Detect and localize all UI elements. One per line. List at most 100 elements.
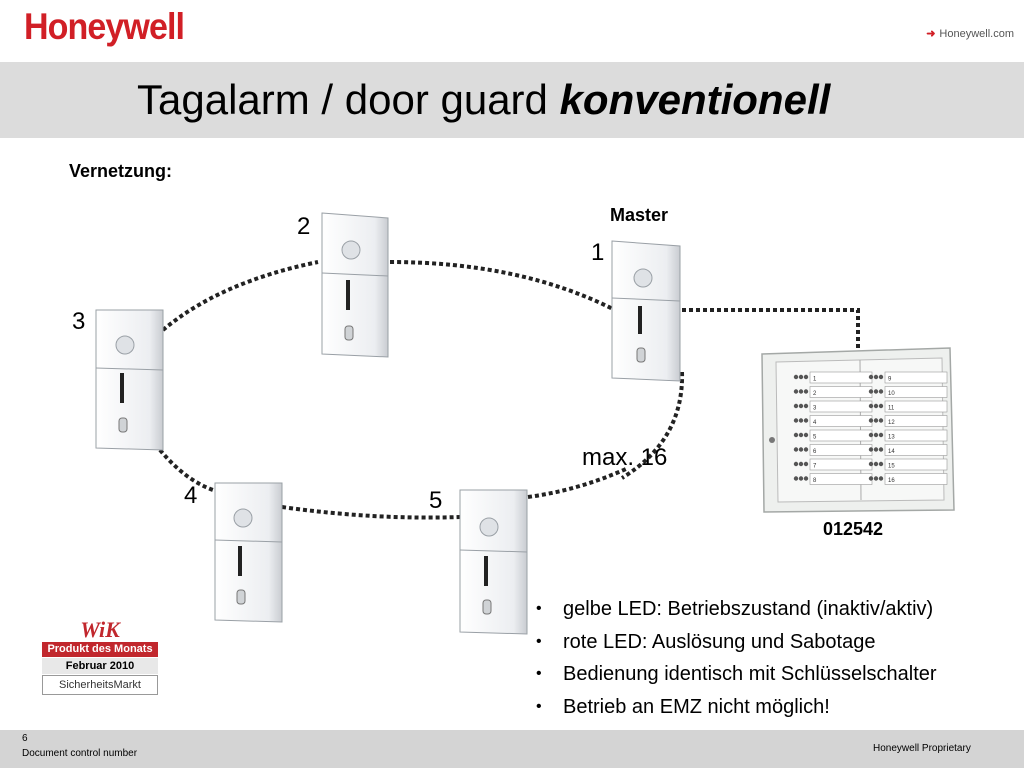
panel-zone-row-left-3: 3 (793, 400, 873, 413)
panel-zone-row-right-2: 10 (868, 386, 948, 398)
zone-label-box (884, 371, 948, 384)
zone-label-box (884, 400, 948, 413)
zone-led (873, 374, 879, 380)
slide-title-bold: konventionell (559, 76, 831, 123)
device-number-3: 3 (72, 308, 86, 335)
wik-product-badge: WiK Produkt des Monats Februar 2010 Sich… (38, 618, 162, 696)
zone-led (803, 418, 809, 423)
zone-number: 3 (813, 406, 817, 412)
zone-number: 6 (813, 449, 817, 455)
zone-number: 7 (813, 464, 817, 470)
arrow-right-icon: ➜ (926, 28, 936, 40)
zone-led (878, 461, 884, 467)
zone-led (803, 461, 809, 467)
zone-led (798, 403, 804, 409)
panel-zone-row-right-3: 11 (868, 400, 948, 413)
title-band (0, 62, 1024, 138)
list-item-text: Bedienung identisch mit Schlüsselschalte… (563, 663, 937, 685)
list-item-text: gelbe LED: Betriebszustand (inaktiv/akti… (563, 598, 934, 620)
zone-led (793, 461, 799, 467)
link-5-to-4 (281, 505, 461, 520)
panel-zone-row-right-6: 14 (868, 444, 948, 456)
honeywell-com-link-text[interactable]: Honeywell.com (939, 28, 1014, 40)
zone-number: 11 (888, 406, 895, 412)
bullet-icon: • (536, 665, 542, 682)
door-guard-device-1-master (611, 240, 681, 382)
zone-led (868, 432, 874, 438)
panel-zone-row-right-4: 12 (868, 415, 948, 427)
zone-led (878, 389, 884, 394)
zone-led (878, 374, 884, 380)
list-item: •gelbe LED: Betriebszustand (inaktiv/akt… (536, 595, 1016, 628)
zone-led (873, 476, 879, 481)
zone-number: 13 (888, 435, 895, 441)
zone-led (793, 476, 799, 481)
zone-led (873, 432, 879, 438)
zone-led (793, 374, 799, 380)
list-item: •rote LED: Auslösung und Sabotage (536, 628, 1016, 661)
zone-label-box (809, 371, 873, 384)
zone-number: 5 (813, 435, 817, 441)
zone-number: 2 (813, 391, 817, 397)
zone-number: 1 (813, 377, 817, 383)
zone-led (878, 476, 884, 481)
zone-led (798, 432, 804, 438)
feature-list: • gelbe LED: Betriebszustand (inaktiv/akt… (536, 595, 1016, 725)
zone-label-box (809, 458, 873, 471)
bullet-icon: • (536, 697, 542, 715)
zone-led (878, 418, 884, 423)
footer-band (0, 730, 1024, 768)
panel-code-label: 012542 (823, 519, 884, 539)
panel-zone-row-right-8: 16 (868, 473, 948, 485)
max-devices-label: max. 16 (582, 444, 668, 471)
zone-led (868, 389, 874, 394)
zone-label-box (809, 400, 873, 413)
zone-led (878, 447, 884, 452)
honeywell-logo: Honeywell (24, 6, 185, 47)
zone-number: 10 (888, 391, 895, 397)
zone-led (798, 461, 804, 467)
link-2-to-1 (389, 260, 616, 312)
list-item-text: Betrieb an EMZ nicht möglich! (563, 695, 830, 718)
panel-zone-row-right-1: 9 (868, 371, 948, 384)
honeywell-com-link[interactable]: ➜Honeywell.com (926, 27, 1014, 40)
zone-number: 9 (888, 377, 892, 383)
zone-led (793, 403, 799, 409)
zone-led (803, 476, 809, 481)
zone-led (873, 461, 879, 467)
zone-led (878, 432, 884, 438)
zone-number: 4 (813, 420, 817, 426)
badge-date-line: Februar 2010 (42, 658, 158, 674)
zone-led (868, 461, 874, 467)
zone-led (868, 374, 874, 380)
zone-led (793, 418, 799, 423)
master-label: Master (610, 205, 669, 225)
link-3-to-4 (158, 448, 214, 492)
device-number-2: 2 (297, 213, 311, 240)
zone-label-box (884, 458, 948, 471)
zone-led (803, 389, 809, 394)
zone-led (878, 403, 884, 409)
door-guard-device-5 (459, 489, 528, 635)
zone-number: 15 (888, 464, 895, 470)
panel-zone-row-right-7: 15 (868, 458, 948, 471)
device-number-4: 4 (184, 482, 198, 509)
zone-led (793, 447, 799, 452)
door-guard-device-3 (95, 309, 164, 451)
zone-label-box (884, 444, 948, 456)
zone-label-box (809, 415, 873, 427)
zone-number: 14 (888, 449, 895, 455)
panel-zone-row-right-5: 13 (868, 429, 948, 442)
zone-label-box (884, 415, 948, 427)
door-guard-device-4 (214, 482, 283, 623)
zone-number: 16 (888, 478, 895, 484)
zone-led (803, 374, 809, 380)
zone-label-box (809, 444, 873, 456)
zone-led (798, 374, 804, 380)
zone-led (798, 389, 804, 394)
zone-led (868, 418, 874, 423)
zone-led (868, 447, 874, 452)
slide-title-regular: Tagalarm / door guard (137, 76, 560, 123)
